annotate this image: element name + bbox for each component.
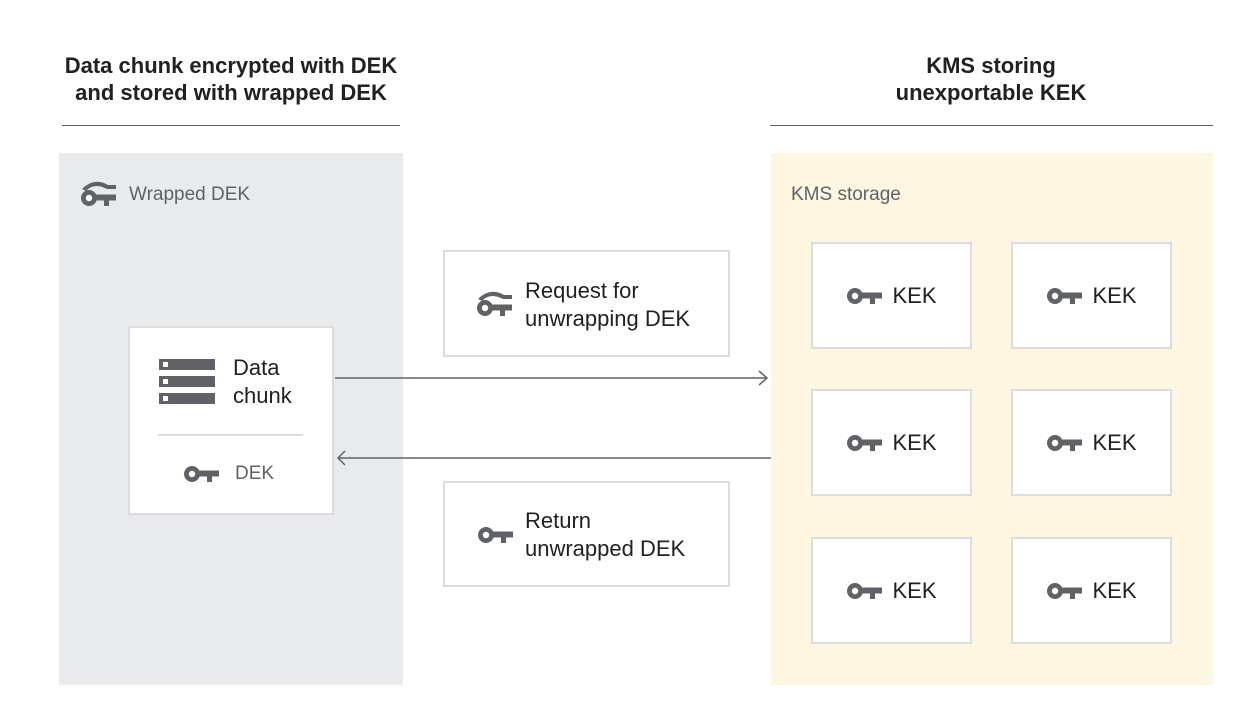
return-line1: Return — [525, 508, 592, 533]
data-chunk-line2: chunk — [233, 383, 292, 408]
key-icon — [1046, 581, 1082, 601]
data-chunk-line1: Data — [233, 355, 280, 380]
request-arrow — [335, 370, 769, 386]
arrows — [335, 370, 771, 466]
request-line1: Request for — [525, 278, 639, 303]
kek-box: KEK — [1011, 537, 1172, 644]
kek-box: KEK — [1011, 389, 1172, 496]
right-header-line1: KMS storing — [926, 53, 1056, 78]
dek-label: DEK — [235, 463, 275, 484]
return-arrow — [336, 450, 771, 466]
kms-storage-label: KMS storage — [791, 184, 901, 205]
key-icon — [1046, 286, 1082, 306]
kek-label: KEK — [1092, 577, 1137, 603]
return-line2: unwrapped DEK — [525, 536, 686, 561]
key-icon — [477, 525, 513, 545]
request-line2: unwrapping DEK — [525, 306, 691, 331]
key-icon — [846, 433, 882, 453]
kek-box: KEK — [1011, 242, 1172, 349]
key-icon — [183, 464, 219, 484]
kek-label: KEK — [892, 429, 937, 455]
right-header-line2: unexportable KEK — [895, 80, 1087, 105]
left-header-rule — [62, 125, 400, 126]
left-header-line2: and stored with wrapped DEK — [75, 80, 387, 105]
key-icon — [846, 581, 882, 601]
right-header: KMS storing unexportable KEK — [800, 52, 1182, 106]
wrapped-key-icon — [80, 180, 116, 208]
kek-box: KEK — [811, 389, 972, 496]
kek-label: KEK — [1092, 429, 1137, 455]
kek-label: KEK — [1092, 282, 1137, 308]
right-header-rule — [770, 125, 1213, 126]
storage-icon — [159, 359, 215, 404]
data-chunk-box — [128, 326, 334, 515]
key-icon — [846, 286, 882, 306]
data-chunk-label: Data chunk — [233, 354, 292, 410]
left-header: Data chunk encrypted with DEK and stored… — [40, 52, 422, 106]
kek-label: KEK — [892, 282, 937, 308]
wrapped-dek-label: Wrapped DEK — [129, 184, 251, 205]
wrapped-key-icon — [476, 290, 512, 318]
return-label: Return unwrapped DEK — [525, 507, 685, 563]
kek-label: KEK — [892, 577, 937, 603]
request-label: Request for unwrapping DEK — [525, 277, 690, 333]
divider — [158, 434, 303, 436]
left-header-line1: Data chunk encrypted with DEK — [64, 53, 398, 78]
kek-box: KEK — [811, 242, 972, 349]
kek-box: KEK — [811, 537, 972, 644]
key-icon — [1046, 433, 1082, 453]
